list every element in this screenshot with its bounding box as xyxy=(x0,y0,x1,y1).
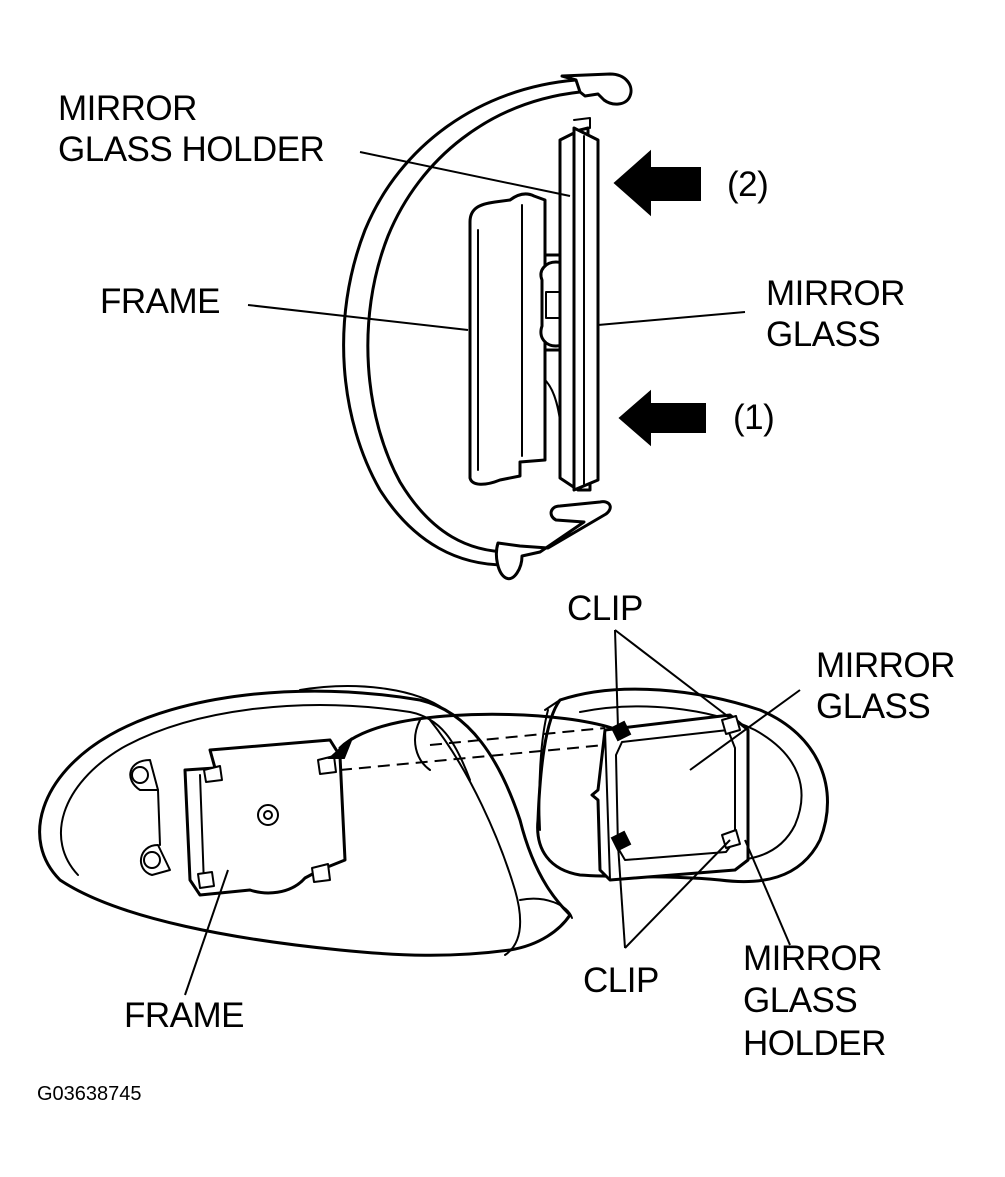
leader-clip-bottom-a xyxy=(617,844,626,949)
leader-mirror-glass-top xyxy=(597,311,746,326)
clip-top-left xyxy=(610,720,632,742)
assembly-arrowhead xyxy=(327,737,353,759)
label-mirror-glass-holder-line1: MIRROR xyxy=(58,89,197,128)
clip-top-right xyxy=(721,715,741,735)
right-housing xyxy=(536,687,829,884)
leader-frame-top xyxy=(247,304,469,331)
clip-bottom-left xyxy=(610,830,632,852)
alignment-dash-lower xyxy=(339,744,606,771)
label-mirror-glass-top-line1: MIRROR xyxy=(766,274,905,313)
label-mirror-glass-bottom-line2: GLASS xyxy=(816,687,931,726)
leader-clip-bottom-b xyxy=(624,839,731,949)
bottom-view-section xyxy=(38,629,829,996)
mirror-glass-holder-square xyxy=(590,713,750,882)
label-mirror-glass-top-line2: GLASS xyxy=(766,315,881,354)
push-arrow-1 xyxy=(618,389,706,447)
leader-clip-top-b xyxy=(614,629,731,719)
figure-id: G03638745 xyxy=(37,1083,142,1105)
left-housing xyxy=(38,685,573,957)
label-mirror-glass-bottom-line1: MIRROR xyxy=(816,646,955,685)
label-arrow-2: (2) xyxy=(727,165,769,204)
label-holder-line3: HOLDER xyxy=(743,1024,886,1063)
assembly-arrow xyxy=(338,712,614,750)
label-clip-top: CLIP xyxy=(567,589,643,628)
top-view-section xyxy=(247,72,746,581)
mirror-glass-holder-plate xyxy=(558,117,600,492)
label-clip-bottom: CLIP xyxy=(583,961,659,1000)
label-holder-line1: MIRROR xyxy=(743,939,882,978)
push-arrow-2 xyxy=(613,149,701,217)
leader-holder-bottom xyxy=(744,839,791,946)
label-mirror-glass-holder-line2: GLASS HOLDER xyxy=(58,130,325,169)
leader-mirror-glass-holder-top xyxy=(359,151,571,197)
leader-frame-bottom xyxy=(184,869,229,996)
label-frame-bottom: FRAME xyxy=(124,996,245,1035)
alignment-dash-upper xyxy=(429,727,606,746)
label-frame-top: FRAME xyxy=(100,282,221,321)
clips xyxy=(610,715,741,852)
leader-mirror-glass-bottom xyxy=(689,689,801,771)
label-holder-line2: GLASS xyxy=(743,981,858,1020)
mirror-housing-shell xyxy=(342,72,633,581)
leader-clip-top-a xyxy=(614,629,619,729)
frame-plate xyxy=(129,738,347,897)
frame-body xyxy=(468,192,547,486)
label-arrow-1: (1) xyxy=(733,398,775,437)
